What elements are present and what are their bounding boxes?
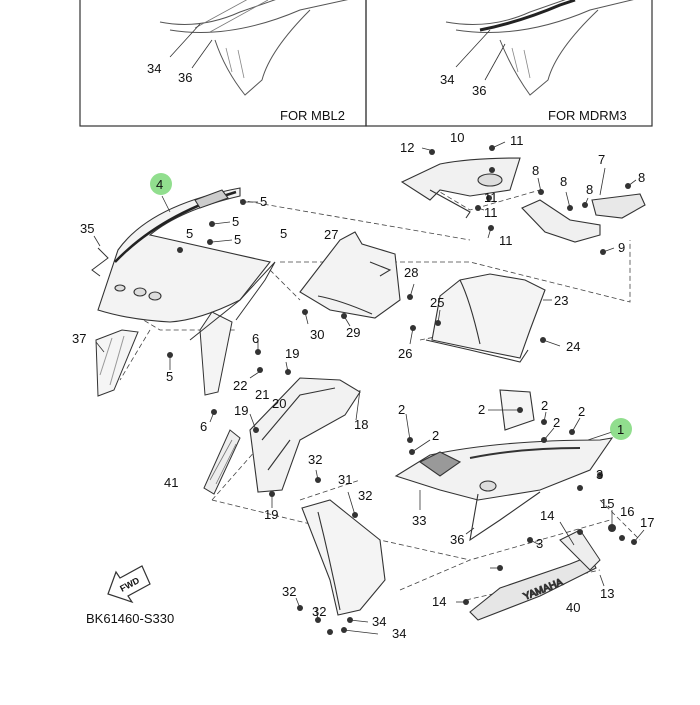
callout-11: 11: [499, 233, 513, 248]
part-35-emblem: [91, 247, 109, 277]
callout-32: 32: [308, 452, 322, 467]
callout-36-right: 36: [472, 83, 486, 98]
highlight-circle-4: [150, 173, 172, 195]
callout-23: 23: [554, 293, 568, 308]
part-31-under-cowl: [301, 499, 386, 616]
callout-1: 1: [617, 422, 624, 437]
callout-21: 21: [255, 387, 269, 402]
callout-17: 17: [640, 515, 654, 530]
callout-33: 34: [372, 614, 386, 629]
forward-arrow-icon: FWD: [107, 565, 151, 604]
part-1-side-cowl: [394, 389, 614, 542]
callout-2: 2: [578, 404, 585, 419]
callout-8: 8: [560, 174, 567, 189]
callout-40: 40: [566, 600, 580, 615]
callout-28: 28: [404, 265, 418, 280]
highlight-markers: [150, 173, 632, 440]
part-37-sticker: [95, 329, 139, 397]
callout-11: 11: [510, 133, 524, 148]
callout-27: 27: [324, 227, 338, 242]
callout-7: 7: [598, 152, 605, 167]
part-41-side-sticker: [203, 429, 241, 495]
callout-33: 34: [392, 626, 406, 641]
callout-24: 24: [566, 339, 580, 354]
callout-35: 35: [80, 221, 94, 236]
callout-5: 5: [260, 194, 267, 209]
part-4-front-cowl: [97, 187, 271, 323]
part-23-inner-cover: [425, 273, 546, 363]
inset-panel-left: 34 36 FOR MBL2: [79, 0, 367, 127]
part-13-stay: [559, 529, 601, 571]
highlight-circle-1: [610, 418, 632, 440]
callout-11: 11: [484, 205, 498, 220]
callout-5: 5: [186, 226, 193, 241]
part-18-side-panel: [249, 377, 361, 493]
diagram-code: BK61460-S330: [86, 611, 174, 626]
callout-29: 29: [346, 325, 360, 340]
callout-8: 8: [638, 170, 645, 185]
inset-panel-right: 34 36 FOR MDRM3: [365, 0, 653, 127]
callout-18: 18: [354, 417, 368, 432]
callout-14: 14: [540, 508, 554, 523]
callout-numbers: 4 1 5 5 5 5 5 5 35 37 6 6 19 19 19 22 21…: [72, 130, 654, 641]
callout-2: 2: [541, 398, 548, 413]
callout-20: 20: [272, 396, 286, 411]
part-10-bracket: [400, 157, 521, 219]
callout-9: 9: [618, 240, 625, 255]
callout-19: 19: [234, 403, 248, 418]
callout-12: 12: [400, 140, 414, 155]
callout-19: 19: [264, 507, 278, 522]
callout-10: 10: [450, 130, 464, 145]
callout-6: 6: [200, 419, 207, 434]
callout-3: 3: [596, 467, 603, 482]
callout-32: 32: [282, 584, 296, 599]
part-7-bracket: [521, 193, 646, 243]
callout-34: 33: [412, 513, 426, 528]
callout-36: 36: [450, 532, 464, 547]
callout-31: 31: [338, 472, 352, 487]
callout-41: 41: [164, 475, 178, 490]
part-6-inner-panel: [189, 261, 276, 396]
callout-3: 3: [536, 536, 543, 551]
callout-2: 2: [478, 402, 485, 417]
callout-30: 30: [310, 327, 324, 342]
callout-22: 22: [233, 378, 247, 393]
callout-8: 8: [532, 163, 539, 178]
callout-leaders: [93, 141, 645, 635]
callout-25: 25: [430, 295, 444, 310]
callout-5: 5: [280, 226, 287, 241]
callout-34-right: 34: [440, 72, 454, 87]
callout-15: 15: [600, 496, 614, 511]
callout-32: 32: [358, 488, 372, 503]
callout-11: 11: [484, 190, 498, 205]
callout-14: 14: [432, 594, 446, 609]
callout-32: 32: [312, 604, 326, 619]
callout-19: 19: [285, 346, 299, 361]
part-27-inner-panel: [299, 231, 401, 319]
callout-6: 6: [252, 331, 259, 346]
callout-5: 5: [232, 214, 239, 229]
callout-26: 26: [398, 346, 412, 361]
callout-2: 2: [432, 428, 439, 443]
callout-2: 2: [398, 402, 405, 417]
inset-caption-mbl2: FOR MBL2: [280, 108, 345, 123]
part-40-lower-panel: YAMAHA: [469, 555, 597, 621]
callout-36-left: 36: [178, 70, 192, 85]
callout-8: 8: [586, 182, 593, 197]
callout-34-left: 34: [147, 61, 161, 76]
callout-2: 2: [553, 415, 560, 430]
callout-13: 13: [600, 586, 614, 601]
callout-5: 5: [166, 369, 173, 384]
callout-16: 16: [620, 504, 634, 519]
callout-37: 37: [72, 331, 86, 346]
inset-caption-mdrm3: FOR MDRM3: [548, 108, 627, 123]
callout-5: 5: [234, 232, 241, 247]
callout-4: 4: [156, 177, 163, 192]
